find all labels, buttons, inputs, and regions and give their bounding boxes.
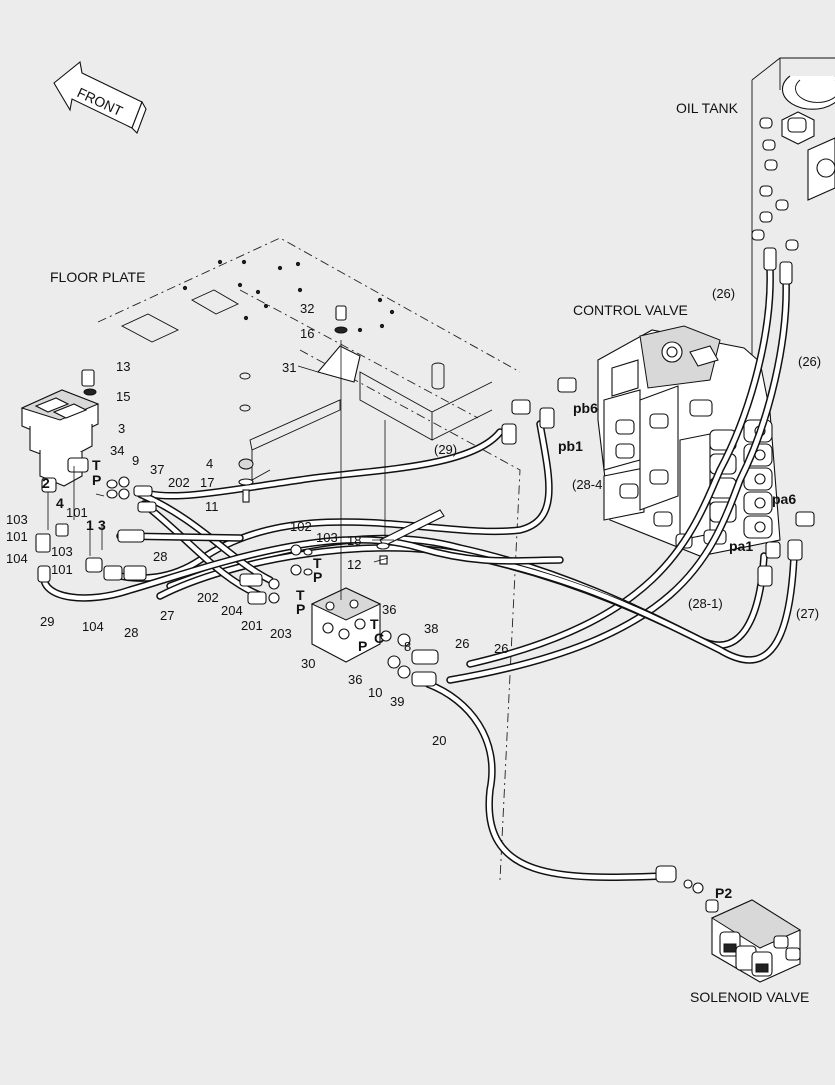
oil-tank: OIL TANK: [676, 57, 835, 410]
port-pb1: pb1: [558, 438, 583, 454]
port-t-1: T: [92, 457, 101, 473]
callout-31: 31: [282, 360, 296, 375]
callout-26-b: 26: [494, 641, 508, 656]
callout-20: 20: [432, 733, 446, 748]
callout-203: 203: [270, 626, 292, 641]
callout-17: 17: [200, 475, 214, 490]
callout-30: 30: [301, 656, 315, 671]
floor-plate-label: FLOOR PLATE: [50, 269, 145, 285]
front-arrow-icon: FRONT: [53, 60, 147, 134]
callout-103-b: 103: [51, 544, 73, 559]
callout-1: 1: [86, 517, 94, 533]
manifold-block: [310, 587, 382, 663]
callout-9: 9: [132, 453, 139, 468]
port-c: C: [374, 630, 384, 646]
callout-39: 39: [390, 694, 404, 709]
solenoid-valve-label: SOLENOID VALVE: [690, 989, 809, 1005]
solenoid-valve: SOLENOID VALVE: [690, 899, 809, 1005]
callout-27-cv: (27): [796, 606, 819, 621]
callout-202-upper: 202: [168, 475, 190, 490]
callout-29-cv: (29): [434, 442, 457, 457]
leader-lines: [47, 365, 394, 563]
callout-101-b: 101: [6, 529, 28, 544]
callout-101-a: 101: [66, 505, 88, 520]
callout-202-lower: 202: [197, 590, 219, 605]
callout-104-b: 104: [82, 619, 104, 634]
control-valve: CONTROL VALVE: [573, 302, 781, 557]
callout-26-tank-b: (26): [798, 354, 821, 369]
port-labels: T P T P T P T C P pb6 pb1 pa6 pa1 P2: [92, 400, 796, 901]
callout-204: 204: [221, 603, 243, 618]
callout-13: 13: [116, 359, 130, 374]
callout-11: 11: [205, 499, 219, 514]
oil-tank-label: OIL TANK: [676, 100, 739, 116]
port-pa6: pa6: [772, 491, 796, 507]
callout-36-b: 36: [348, 672, 362, 687]
callout-18: 18: [347, 533, 361, 548]
callout-37: 37: [150, 462, 164, 477]
callout-32: 32: [300, 301, 314, 316]
callout-38: 38: [424, 621, 438, 636]
callout-3-small: 3: [98, 517, 106, 533]
callout-3: 3: [118, 421, 125, 436]
port-pa1: pa1: [729, 538, 753, 554]
port-t-4: T: [370, 616, 379, 632]
port-t-3: T: [296, 587, 305, 603]
callout-15: 15: [116, 389, 130, 404]
port-p-1: P: [92, 472, 101, 488]
callout-102: 102: [290, 519, 312, 534]
port-p2: P2: [715, 885, 732, 901]
callout-29: 29: [40, 614, 54, 629]
callout-26-a: 26: [455, 636, 469, 651]
port-p-2: P: [313, 569, 322, 585]
port-p-4: P: [358, 638, 367, 654]
callout-16: 16: [300, 326, 314, 341]
callout-201: 201: [241, 618, 263, 633]
callout-27: 27: [160, 608, 174, 623]
port-p-3: P: [296, 601, 305, 617]
hoses: [40, 266, 798, 882]
floor-plate: [97, 237, 521, 881]
callout-26-tank-a: (26): [712, 286, 735, 301]
callout-4: 4: [206, 456, 213, 471]
callout-103-c: 103: [316, 530, 338, 545]
part-callouts: 32 16 31 13 15 3 34 9 37 202 4 17 11 2 4…: [6, 286, 821, 748]
callout-2: 2: [42, 475, 50, 491]
callout-104-a: 104: [6, 551, 28, 566]
callout-101-c: 101: [51, 562, 73, 577]
fittings: [35, 247, 815, 894]
callout-28-1: (28-1): [688, 596, 723, 611]
control-valve-label: CONTROL VALVE: [573, 302, 688, 318]
callout-34: 34: [110, 443, 124, 458]
callout-4-small: 4: [56, 495, 64, 511]
port-t-2: T: [313, 555, 322, 571]
callout-10: 10: [368, 685, 382, 700]
callout-28-b: 28: [124, 625, 138, 640]
callout-28-a: 28: [153, 549, 167, 564]
port-pb6: pb6: [573, 400, 598, 416]
callout-12: 12: [347, 557, 361, 572]
callout-28-4: (28-4: [572, 477, 602, 492]
callout-8: 8: [404, 639, 411, 654]
pilot-control-valve: [20, 389, 100, 493]
callout-36-a: 36: [382, 602, 396, 617]
floor-plate-holes: [182, 259, 395, 333]
tank-fittings: [751, 117, 799, 251]
callout-103-a: 103: [6, 512, 28, 527]
